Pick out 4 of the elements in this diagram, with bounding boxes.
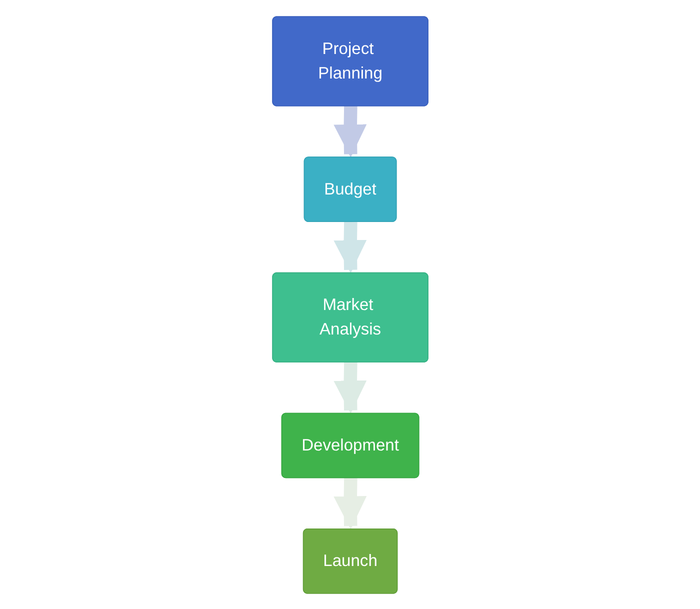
arrow <box>333 478 366 529</box>
arrow <box>333 106 366 157</box>
arrow <box>333 362 366 414</box>
arrow <box>333 221 366 273</box>
